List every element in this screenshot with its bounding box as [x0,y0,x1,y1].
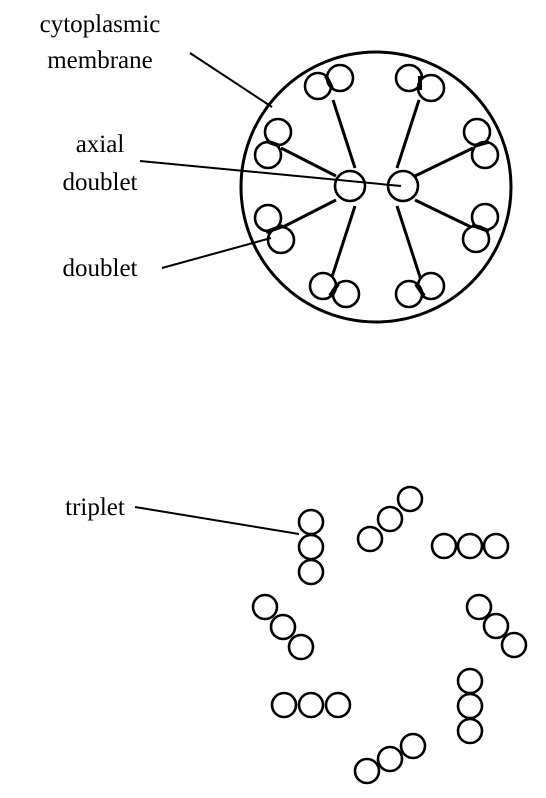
triplet [297,508,325,586]
microtubule [297,558,325,586]
doublet-link [471,223,490,233]
doublet-label: doublet [63,255,138,282]
doublet-link [328,282,340,298]
microtubule [324,691,352,719]
radial-spoke [280,198,337,230]
triplet [456,667,484,745]
microtubule [456,532,484,560]
outer-doublets [253,63,500,309]
outer-doublet [461,202,500,254]
membrane-leader-line [189,52,273,108]
flagellum-cross-section: cytoplasmic membrane axial doublet doubl… [40,11,513,324]
radial-spoke [414,146,474,178]
microtubule [456,692,484,720]
triplet [251,593,315,661]
triplet-leader-line [134,506,300,535]
central-microtubule [333,169,367,203]
triplet [430,532,510,560]
central-singlets [333,169,420,203]
microtubule [500,631,528,659]
microtubule [430,532,458,560]
outer-doublet [462,117,500,170]
microtubule [482,612,510,640]
axial-doublet-leader-line [139,160,402,187]
radial-spoke [329,205,357,281]
radial-spoke [395,99,421,169]
microtubule [297,508,325,536]
outer-doublet [303,63,355,101]
triplet [353,732,427,785]
microtubule [356,525,384,553]
microtubule [399,732,427,760]
microtubule [465,593,493,621]
doublet-link [473,140,489,148]
outer-doublet [394,271,446,309]
microtubule [456,717,484,745]
radial-spokes [280,99,474,281]
microtubule [297,533,325,561]
microtubule [270,691,298,719]
outer-doublet [253,203,296,255]
microtubule [353,757,381,785]
radial-spoke [414,198,474,230]
microtubule [456,667,484,695]
outer-doublet [308,271,361,309]
doublet-link [265,224,284,234]
outer-doublet [253,117,293,170]
doublet-link [414,282,426,298]
microtubule [287,633,315,661]
cytoplasmic-membrane-circle [239,50,513,324]
axial-label-line1: axial [76,131,125,158]
microtubule [376,745,404,773]
microtubule [396,485,424,513]
microtubule [269,613,297,641]
radial-spoke [280,146,337,178]
microtubule [482,532,510,560]
basal-body-cross-section [251,485,528,785]
radial-spoke [395,205,423,281]
triplet [356,485,424,553]
membrane-label-line1: cytoplasmic [40,11,161,38]
axial-label-line2: doublet [63,169,138,196]
doublet-link [324,75,334,89]
membrane-label-line2: membrane [47,47,153,74]
radial-spoke [331,99,357,169]
microtubule [376,505,404,533]
triplet-label: triplet [65,494,125,521]
doublet-link [265,139,281,148]
microtubule [251,593,279,621]
triplet [270,691,352,719]
triplet [465,593,528,659]
microtubule [297,691,325,719]
doublet-leader-line [161,237,272,269]
central-microtubule [386,169,420,203]
outer-doublet [394,63,446,103]
